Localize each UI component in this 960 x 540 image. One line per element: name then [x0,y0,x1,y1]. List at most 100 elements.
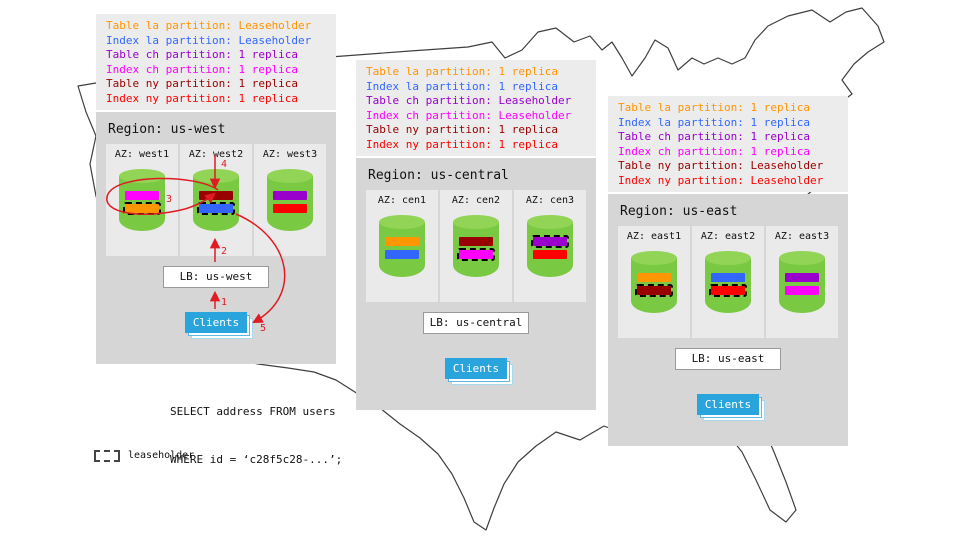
partition-bars [119,191,165,215]
database-node-cylinder [705,251,751,313]
cylinder-body [631,258,677,313]
partition-info-line: Index ny partition: Leaseholder [618,173,824,187]
partition-bar [531,235,569,248]
region-group-us-east: Table la partition: 1 replica Index la p… [608,96,848,446]
partition-bar [785,273,819,282]
database-node-cylinder [453,215,499,277]
cylinder-top [379,215,425,229]
partition-bar [273,191,307,200]
az-label: AZ: west1 [114,149,170,160]
az-label: AZ: cen3 [525,195,575,206]
partition-info-box: Table la partition: 1 replica Index la p… [356,60,596,156]
partition-bar [637,273,671,282]
partition-bars [453,237,499,261]
partition-bar [635,284,673,297]
region-title: Region: us-east [620,204,738,219]
database-node-cylinder [193,169,239,231]
partition-bar [125,191,159,200]
partition-info-line: Table la partition: 1 replica [618,101,811,114]
az-box: AZ: east1 [618,226,690,338]
partition-info-line: Index la partition: 1 replica [366,79,559,93]
partition-bar [457,248,495,261]
az-box: AZ: west3 [254,144,326,256]
cylinder-top [119,169,165,183]
partition-info-line: Table ny partition: 1 replica [106,77,299,90]
partition-bar [197,202,235,215]
partition-bars [705,273,751,297]
database-node-cylinder [527,215,573,277]
az-label: AZ: east3 [774,231,830,242]
sql-query-text: SELECT address FROM users WHERE id = ‘c2… [170,372,342,500]
az-box: AZ: cen3 [514,190,586,302]
az-box: AZ: east3 [766,226,838,338]
partition-info-line: Table la partition: 1 replica [366,65,559,78]
partition-info-line: Table ch partition: Leaseholder [366,94,572,107]
cylinder-top [267,169,313,183]
cylinder-top [705,251,751,265]
partition-info-box: Table la partition: Leaseholder Index la… [96,14,336,110]
clients-box: Clients [445,358,507,379]
region-box: Region: us-west AZ: west1 AZ: west2 [96,112,336,364]
az-row: AZ: west1 AZ: west2 [96,144,336,256]
partition-info-line: Index ny partition: 1 replica [366,137,559,151]
region-box: Region: us-central AZ: cen1 AZ: cen2 [356,158,596,410]
database-node-cylinder [119,169,165,231]
partition-info-line: Index la partition: Leaseholder [106,33,312,47]
cylinder-body [527,222,573,277]
partition-info-line: Index ch partition: 1 replica [106,62,299,76]
sql-query-line: SELECT address FROM users [170,405,336,418]
database-node-cylinder [267,169,313,231]
az-label: AZ: east1 [626,231,682,242]
load-balancer-box: LB: us-east [675,348,781,370]
cylinder-top [453,215,499,229]
database-node-cylinder [631,251,677,313]
az-row: AZ: east1 AZ: east2 [608,226,848,338]
clients-box: Clients [697,394,759,415]
az-label: AZ: cen1 [377,195,427,206]
cylinder-body [453,222,499,277]
legend-label: leaseholder [128,450,195,461]
az-box: AZ: west2 [180,144,252,256]
sql-query-line: WHERE id = ‘c28f5c28-...’; [170,453,343,466]
leaseholder-legend: leaseholder [94,449,195,462]
az-label: AZ: west3 [262,149,318,160]
az-box: AZ: east2 [692,226,764,338]
partition-bar [199,191,233,200]
region-box: Region: us-east AZ: east1 AZ: east2 [608,194,848,446]
partition-bar [385,237,419,246]
partition-info-line: Table ny partition: Leaseholder [618,159,824,172]
load-balancer-box: LB: us-central [423,312,529,334]
partition-bars [193,191,239,215]
partition-bar [711,273,745,282]
clients-box: Clients [185,312,247,333]
region-group-us-west: Table la partition: Leaseholder Index la… [96,14,342,466]
az-box: AZ: west1 [106,144,178,256]
partition-bar [385,250,419,259]
az-box: AZ: cen1 [366,190,438,302]
partition-bar [123,202,161,215]
partition-info-line: Index ch partition: Leaseholder [366,108,572,122]
partition-bars [527,235,573,259]
az-label: AZ: cen2 [451,195,501,206]
partition-info-line: Index la partition: 1 replica [618,115,811,129]
partition-info-line: Table ch partition: 1 replica [106,48,299,61]
az-label: AZ: west2 [188,149,244,160]
partition-bar [785,286,819,295]
partition-info-line: Index ch partition: 1 replica [618,144,811,158]
load-balancer-box: LB: us-west [163,266,269,288]
region-title: Region: us-west [108,122,226,137]
partition-bar [459,237,493,246]
cylinder-body [379,222,425,277]
database-node-cylinder [379,215,425,277]
region-group-us-central: Table la partition: 1 replica Index la p… [356,60,596,410]
partition-bars [779,273,825,295]
partition-info-line: Table ch partition: 1 replica [618,130,811,143]
az-label: AZ: east2 [700,231,756,242]
cylinder-top [193,169,239,183]
cylinder-body [705,258,751,313]
partition-info-box: Table la partition: 1 replica Index la p… [608,96,848,192]
az-box: AZ: cen2 [440,190,512,302]
partition-info-line: Index ny partition: 1 replica [106,91,299,105]
partition-info-line: Table la partition: Leaseholder [106,19,312,32]
cylinder-body [779,258,825,313]
